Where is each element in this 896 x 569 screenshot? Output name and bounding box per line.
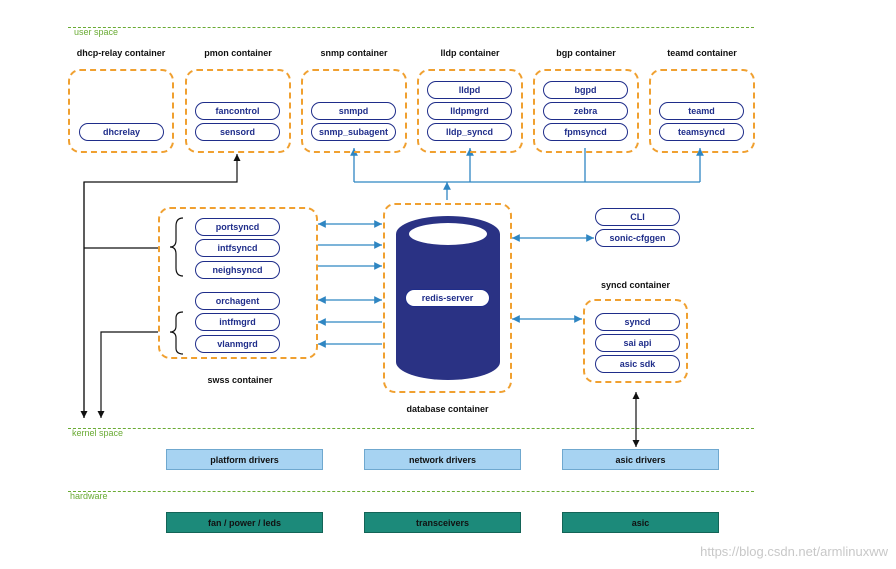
transceivers-box: transceivers bbox=[364, 512, 521, 533]
hardware-separator bbox=[68, 491, 754, 492]
syncd-process: syncd bbox=[595, 313, 680, 331]
bgp-title: bgp container bbox=[556, 48, 616, 58]
asic-drivers-box: asic drivers bbox=[562, 449, 719, 470]
database-title: database container bbox=[406, 404, 489, 414]
bgp-container bbox=[533, 69, 639, 153]
kernel-space-label: kernel space bbox=[72, 428, 124, 438]
teamd-title: teamd container bbox=[667, 48, 737, 58]
sensord-process: sensord bbox=[195, 123, 280, 141]
lldpd-process: lldpd bbox=[427, 81, 512, 99]
lldp-syncd-process: lldp_syncd bbox=[427, 123, 512, 141]
snmpd-process: snmpd bbox=[311, 102, 396, 120]
sai-api-process: sai api bbox=[595, 334, 680, 352]
lldpmgrd-process: lldpmgrd bbox=[427, 102, 512, 120]
portsyncd-process: portsyncd bbox=[195, 218, 280, 236]
dhcp-relay-title: dhcp-relay container bbox=[76, 48, 166, 58]
lldp-title: lldp container bbox=[440, 48, 500, 58]
orchagent-process: orchagent bbox=[195, 292, 280, 310]
kernel-space-separator bbox=[68, 428, 754, 429]
watermark: https://blog.csdn.net/armlinuxww bbox=[700, 544, 888, 559]
platform-drivers-box: platform drivers bbox=[166, 449, 323, 470]
snmp-title: snmp container bbox=[320, 48, 388, 58]
teamd-process: teamd bbox=[659, 102, 744, 120]
swss-title: swss container bbox=[207, 375, 273, 385]
fpmsyncd-process: fpmsyncd bbox=[543, 123, 628, 141]
snmp-container bbox=[301, 69, 407, 153]
dhcp-relay-container bbox=[68, 69, 174, 153]
network-drivers-box: network drivers bbox=[364, 449, 521, 470]
asic-box: asic bbox=[562, 512, 719, 533]
vlanmgrd-process: vlanmgrd bbox=[195, 335, 280, 353]
user-space-label: user space bbox=[74, 27, 119, 37]
snmp-subagent-process: snmp_subagent bbox=[311, 123, 396, 141]
zebra-process: zebra bbox=[543, 102, 628, 120]
redis-server-process: redis-server bbox=[405, 289, 490, 307]
neighsyncd-process: neighsyncd bbox=[195, 261, 280, 279]
pmon-container bbox=[185, 69, 291, 153]
fancontrol-process: fancontrol bbox=[195, 102, 280, 120]
dhcrelay-process: dhcrelay bbox=[79, 123, 164, 141]
swss-container bbox=[158, 207, 318, 359]
redis-cylinder-icon bbox=[396, 216, 500, 380]
asic-sdk-process: asic sdk bbox=[595, 355, 680, 373]
syncd-title: syncd container bbox=[600, 280, 671, 290]
intfmgrd-process: intfmgrd bbox=[195, 313, 280, 331]
teamd-container bbox=[649, 69, 755, 153]
syncd-container bbox=[583, 299, 688, 383]
swss-bottom-brace bbox=[169, 311, 184, 355]
pmon-title: pmon container bbox=[204, 48, 272, 58]
lldp-container bbox=[417, 69, 523, 153]
swss-bottom-to-kernel-arrow bbox=[97, 331, 158, 418]
cli-process: CLI bbox=[595, 208, 680, 226]
bgpd-process: bgpd bbox=[543, 81, 628, 99]
teamsyncd-process: teamsyncd bbox=[659, 123, 744, 141]
fan-power-leds-box: fan / power / leds bbox=[166, 512, 323, 533]
database-container bbox=[383, 203, 512, 393]
user-space-separator bbox=[68, 27, 754, 28]
sonic-cfggen-process: sonic-cfggen bbox=[595, 229, 680, 247]
intfsyncd-process: intfsyncd bbox=[195, 239, 280, 257]
swss-top-brace bbox=[169, 217, 184, 277]
hardware-label: hardware bbox=[70, 491, 108, 501]
